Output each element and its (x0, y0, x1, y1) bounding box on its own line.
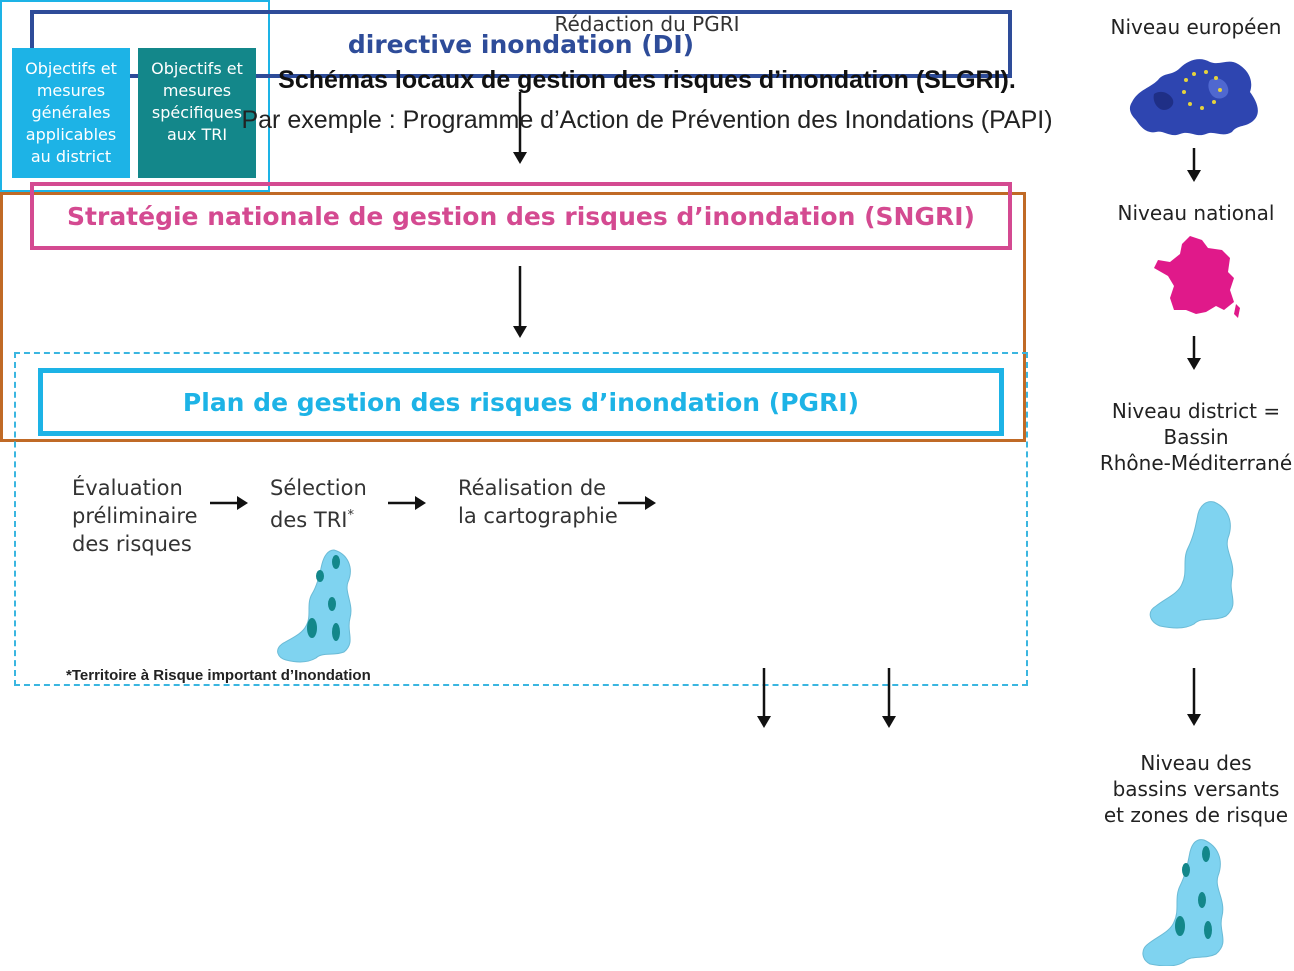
arrow-sngri-to-pgri (510, 266, 530, 340)
step-cartographie-line2: la cartographie (458, 504, 618, 528)
level-local-line1: Niveau des (1140, 751, 1252, 775)
arrow-step3-to-redaction (618, 493, 658, 513)
level-district-line3: Rhône-Méditerrané (1099, 451, 1293, 475)
basin-map-icon (1144, 498, 1250, 637)
sngri-label: Stratégie nationale de gestion des risqu… (67, 201, 975, 231)
pgri-box: Plan de gestion des risques d’inondation… (38, 368, 1004, 436)
arrow-general-to-slgri (754, 668, 774, 730)
specific-line1: Objectifs et (151, 59, 243, 78)
step-cartographie: Réalisation de la cartographie (458, 474, 618, 530)
arrow-step2-to-step3 (388, 493, 428, 513)
redaction-box: Rédaction du PGRI Objectifs et mesures g… (0, 0, 740, 192)
sngri-box: Stratégie nationale de gestion des risqu… (30, 182, 1012, 250)
arrow-district-to-local (1184, 668, 1204, 728)
level-european-label: Niveau européen (1110, 15, 1282, 39)
europe-map-icon (1124, 50, 1264, 145)
step-selection-line1: Sélection (270, 476, 367, 500)
step-selection-asterisk: * (347, 508, 354, 523)
specific-line4: aux TRI (166, 125, 228, 144)
redaction-title: Rédaction du PGRI (554, 12, 740, 36)
pgri-zone (14, 352, 1028, 686)
step-evaluation-line1: Évaluation (72, 476, 183, 500)
level-local-line2: bassins versants (1112, 777, 1280, 801)
general-line1: Objectifs et (25, 59, 117, 78)
tri-basin-small-map-icon (1140, 836, 1236, 971)
step-selection-line2: des TRI (270, 508, 348, 532)
step-cartographie-line1: Réalisation de (458, 476, 607, 500)
specific-line3: spécifiques (151, 103, 243, 122)
arrow-di-to-sngri (510, 92, 530, 166)
general-objectives-box: Objectifs et mesures générales applicabl… (12, 48, 130, 178)
arrow-national-to-district (1184, 336, 1204, 372)
slgri-box: Schémas locaux de gestion des risques d’… (0, 66, 1053, 442)
di-box: directive inondation (DI) (30, 10, 1012, 78)
level-local-line3: et zones de risque (1103, 803, 1289, 827)
general-line2: mesures (36, 81, 106, 100)
step-evaluation-line3: des risques (72, 532, 192, 556)
level-district-label: Niveau district = Bassin Rhône-Méditerra… (1086, 398, 1294, 476)
general-line5: au district (30, 147, 112, 166)
specific-objectives-box: Objectifs et mesures spécifiques aux TRI (138, 48, 256, 178)
slgri-example: Par exemple : Programme d’Action de Prév… (241, 106, 1053, 134)
pgri-label: Plan de gestion des risques d’inondation… (182, 387, 860, 417)
level-local-label: Niveau des bassins versants et zones de … (1086, 750, 1294, 828)
level-district-line1: Niveau district = (1111, 399, 1281, 423)
level-national-label: Niveau national (1117, 201, 1275, 225)
specific-line2: mesures (162, 81, 232, 100)
arrow-specific-to-slgri (879, 668, 899, 730)
footnote: *Territoire à Risque important d’Inondat… (66, 667, 371, 684)
general-line3: générales (31, 103, 111, 122)
france-map-icon (1150, 232, 1242, 325)
arrow-european-to-national (1184, 148, 1204, 184)
di-label: directive inondation (DI) (347, 29, 695, 59)
step-selection: Sélection des TRI* (270, 474, 367, 534)
slgri-title: Schémas locaux de gestion des risques d’… (278, 66, 1016, 94)
step-evaluation-line2: préliminaire (72, 504, 198, 528)
step-evaluation: Évaluation préliminaire des risques (72, 474, 198, 558)
tri-basin-map-icon (272, 546, 364, 671)
general-line4: applicables (25, 125, 117, 144)
level-district-line2: Bassin (1163, 425, 1229, 449)
arrow-step1-to-step2 (210, 493, 250, 513)
